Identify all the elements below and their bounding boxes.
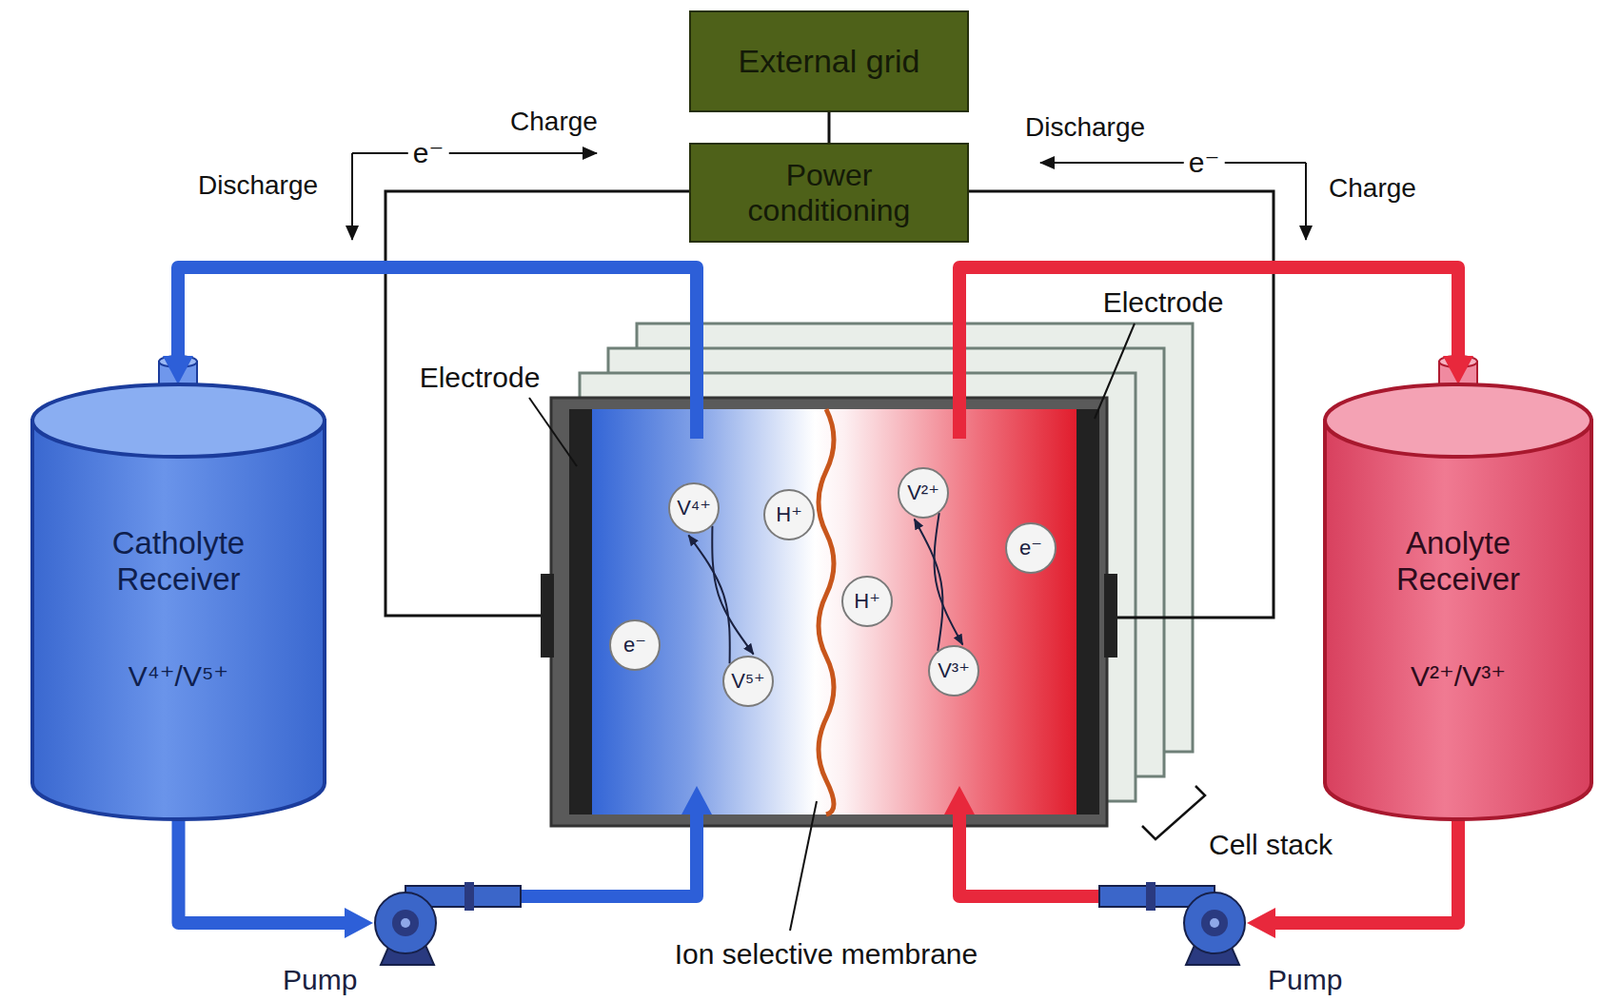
electron-circle: e⁻: [609, 619, 661, 672]
electron-circle: e⁻: [1005, 522, 1057, 574]
anolyte-tank: Anolyte ReceiverV²⁺/V³⁺: [1323, 382, 1594, 822]
cell-frame: [551, 397, 1107, 827]
part-label: Charge: [1328, 173, 1417, 204]
ion-circle: H⁺: [841, 575, 893, 628]
grid-link: [828, 112, 831, 143]
tank-name: Catholyte Receiver: [69, 525, 289, 598]
node-text: H⁺: [853, 589, 881, 613]
grid-box: External grid: [689, 10, 969, 113]
node-text: V⁵⁺: [730, 669, 765, 693]
ion-circle: V⁵⁺: [722, 655, 774, 708]
part-label: Electrode: [419, 361, 541, 396]
pump-label: Pump: [282, 964, 357, 998]
node-text: V³⁺: [937, 658, 970, 683]
power-conditioning-box: Power conditioning: [689, 142, 969, 243]
node-text: e⁻: [623, 632, 647, 657]
node-text: Power conditioning: [727, 158, 932, 229]
redox-arrow: [688, 534, 730, 664]
electrode-plate: [1076, 409, 1100, 815]
tank-outline: [30, 382, 327, 822]
membrane: [818, 409, 834, 815]
part-label: Charge: [510, 106, 598, 138]
node-text: e⁻: [1019, 535, 1043, 560]
tank-name: Anolyte Receiver: [1348, 525, 1568, 598]
ion-circle: V³⁺: [928, 645, 980, 697]
part-label: Discharge: [1025, 112, 1146, 143]
electron-label: e⁻: [1184, 146, 1225, 180]
part-label: Cell stack: [1208, 829, 1333, 863]
node-text: H⁺: [775, 502, 803, 527]
node-text: External grid: [738, 42, 921, 80]
pump-symbol: [1099, 880, 1247, 967]
ion-circle: H⁺: [763, 489, 815, 541]
wire: [385, 191, 1274, 618]
pump: Pump: [373, 880, 521, 967]
cell-electrolyte: [592, 409, 1077, 815]
electrode-plate: [569, 409, 593, 815]
redox-arrow: [934, 513, 964, 645]
pump-symbol: [373, 880, 521, 967]
pipe: [177, 267, 1459, 897]
pipe: [178, 819, 356, 924]
electron-label: e⁻: [408, 137, 450, 171]
redox-arrow: [711, 526, 753, 655]
terminal: [540, 573, 554, 658]
part-label: Electrode: [1103, 286, 1225, 320]
tank-nozzle: [158, 355, 1478, 395]
terminal: [1104, 573, 1118, 658]
pump-label: Pump: [1267, 964, 1343, 998]
current-arrow: [352, 153, 1306, 240]
leader-line: [529, 323, 1135, 931]
catholyte-tank: Catholyte ReceiverV⁴⁺/V⁵⁺: [30, 382, 327, 822]
ion-circle: V⁴⁺: [668, 482, 720, 534]
node-text: V²⁺: [907, 480, 940, 505]
tank-formula: V²⁺/V³⁺: [1334, 660, 1582, 694]
stack-bracket: [1142, 786, 1205, 840]
node-text: V⁴⁺: [676, 495, 712, 520]
part-label: Discharge: [197, 170, 318, 201]
part-label: Ion selective membrane: [674, 938, 979, 972]
redox-arrow: [914, 518, 944, 651]
ion-circle: V²⁺: [897, 467, 949, 519]
tank-formula: V⁴⁺/V⁵⁺: [45, 660, 313, 694]
tank-outline: [1323, 382, 1594, 822]
pump: Pump: [1099, 880, 1247, 967]
